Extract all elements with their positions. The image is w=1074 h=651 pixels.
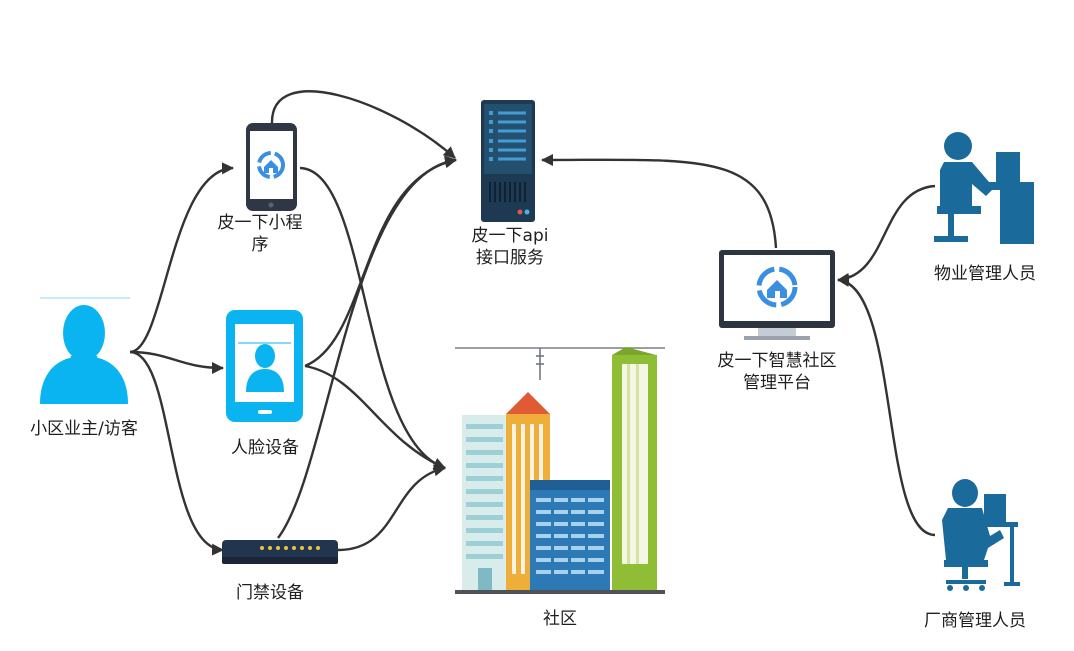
api-service-label-line2: 接口服务 [476, 248, 544, 268]
edge-miniprogram-to-api-top [270, 90, 456, 159]
edge-platform-to-api [541, 153, 778, 249]
edge-face-to-api [304, 156, 457, 368]
door-device-label: 门禁设备 [236, 583, 304, 603]
platform-label-line2: 管理平台 [743, 373, 811, 393]
platform-label: 皮一下智慧社区 管理平台 [692, 350, 862, 394]
platform-label-line1: 皮一下智慧社区 [717, 351, 837, 371]
edge-owner-to-facedevice [129, 350, 224, 374]
desk-worker-icon [934, 132, 1034, 244]
smartphone-icon [246, 123, 297, 211]
router-icon [222, 540, 338, 564]
owner-label: 小区业主/访客 [30, 419, 138, 439]
edge-door-to-api [277, 155, 457, 539]
monitor-icon [719, 250, 835, 340]
person-icon [40, 297, 130, 404]
buildings-icon [455, 347, 665, 594]
edge-miniprogram-to-community [299, 166, 446, 471]
edge-owner-to-miniprogram [129, 162, 234, 354]
face-device-label: 人脸设备 [231, 438, 299, 458]
api-service-label-line1: 皮一下api [471, 226, 549, 246]
edge-owner-to-doordevice [129, 350, 224, 556]
office-worker-icon [942, 479, 1020, 591]
vendor-manager-label: 厂商管理人员 [924, 611, 1026, 631]
face-tablet-icon [226, 310, 303, 422]
community-label: 社区 [543, 609, 577, 629]
edge-property-to-platform [837, 184, 936, 285]
edge-vendor-to-platform [837, 274, 936, 537]
edge-face-to-community [304, 364, 446, 470]
mini-program-label-line1: 皮一下小程 [217, 213, 303, 233]
server-icon [481, 100, 535, 222]
property-manager-label: 物业管理人员 [934, 264, 1036, 284]
api-service-label: 皮一下api 接口服务 [450, 225, 570, 269]
mini-program-label-line2: 序 [251, 235, 269, 255]
edge-door-to-community [337, 464, 446, 552]
connectors [129, 90, 936, 556]
mini-program-label: 皮一下小程 序 [210, 212, 310, 256]
